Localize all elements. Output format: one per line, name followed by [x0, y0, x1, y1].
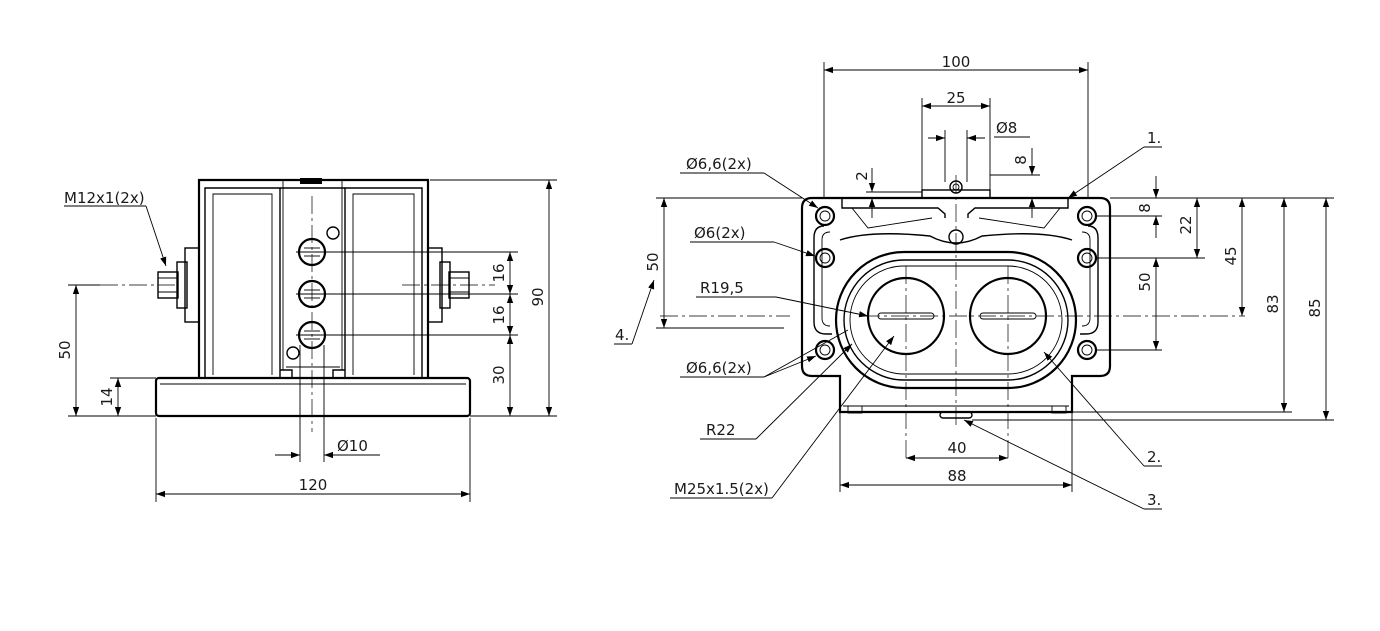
- dim-8-top: 8: [1012, 155, 1030, 165]
- dim-50-left-right-view: 50: [644, 252, 662, 271]
- dim-16-a: 16: [490, 263, 508, 282]
- thread-label-m12: M12x1(2x): [64, 189, 145, 207]
- label-r195: R19,5: [700, 279, 744, 297]
- top-slot: [300, 178, 322, 184]
- left-ports: [286, 226, 340, 360]
- dim-85: 85: [1306, 298, 1324, 317]
- label-hole-top: Ø6,6(2x): [686, 155, 752, 173]
- dim-90: 90: [529, 287, 547, 306]
- label-hole-bottom: Ø6,6(2x): [686, 359, 752, 377]
- label-r22: R22: [706, 421, 736, 439]
- dim-50-left: 50: [56, 340, 74, 359]
- dim-88: 88: [947, 467, 966, 485]
- label-m25: M25x1.5(2x): [674, 480, 769, 498]
- dim-50-right: 50: [1136, 272, 1154, 291]
- dim-14: 14: [98, 387, 116, 406]
- callout-4: 4.: [615, 326, 629, 344]
- dim-40: 40: [947, 439, 966, 457]
- callout-2: 2.: [1147, 448, 1161, 466]
- dim-22: 22: [1177, 215, 1195, 234]
- callout-1: 1.: [1147, 129, 1161, 147]
- left-base-plate: [154, 376, 472, 418]
- left-side-view: 16 16 30 90 50 14 Ø10 120 M12x1(2x): [56, 178, 557, 502]
- dim-83: 83: [1264, 294, 1282, 313]
- dim-120: 120: [299, 476, 328, 494]
- dim-25: 25: [946, 89, 965, 107]
- label-hole-mid: Ø6(2x): [694, 224, 745, 242]
- dim-30: 30: [490, 365, 508, 384]
- dim-8-right: 8: [1136, 203, 1154, 213]
- dim-2: 2: [853, 171, 871, 181]
- dim-45: 45: [1222, 246, 1240, 265]
- dim-dia10: Ø10: [337, 437, 368, 455]
- callout-3: 3.: [1147, 491, 1161, 509]
- dim-16-b: 16: [490, 305, 508, 324]
- dim-100: 100: [942, 53, 971, 71]
- dim-dia8: Ø8: [996, 119, 1017, 137]
- right-front-view: 100 25 Ø8 2 8 8 50: [614, 53, 1334, 510]
